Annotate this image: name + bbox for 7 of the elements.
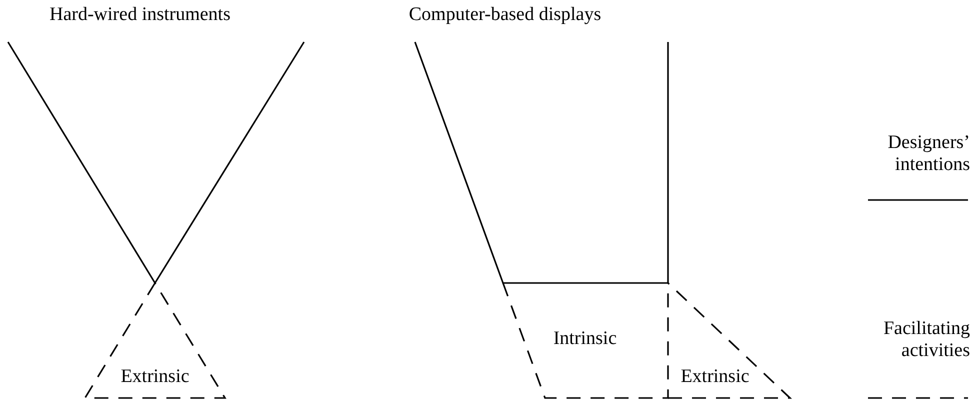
- legend-text: Facilitating activities: [882, 318, 970, 362]
- region-label: Extrinsic: [680, 366, 750, 388]
- column-heading: Hard-wired instruments: [48, 4, 232, 26]
- region-label: Extrinsic: [120, 366, 190, 388]
- legend-text: Designers’ intentions: [886, 132, 970, 176]
- column-heading: Computer-based displays: [408, 4, 602, 26]
- region-label: Intrinsic: [552, 328, 618, 350]
